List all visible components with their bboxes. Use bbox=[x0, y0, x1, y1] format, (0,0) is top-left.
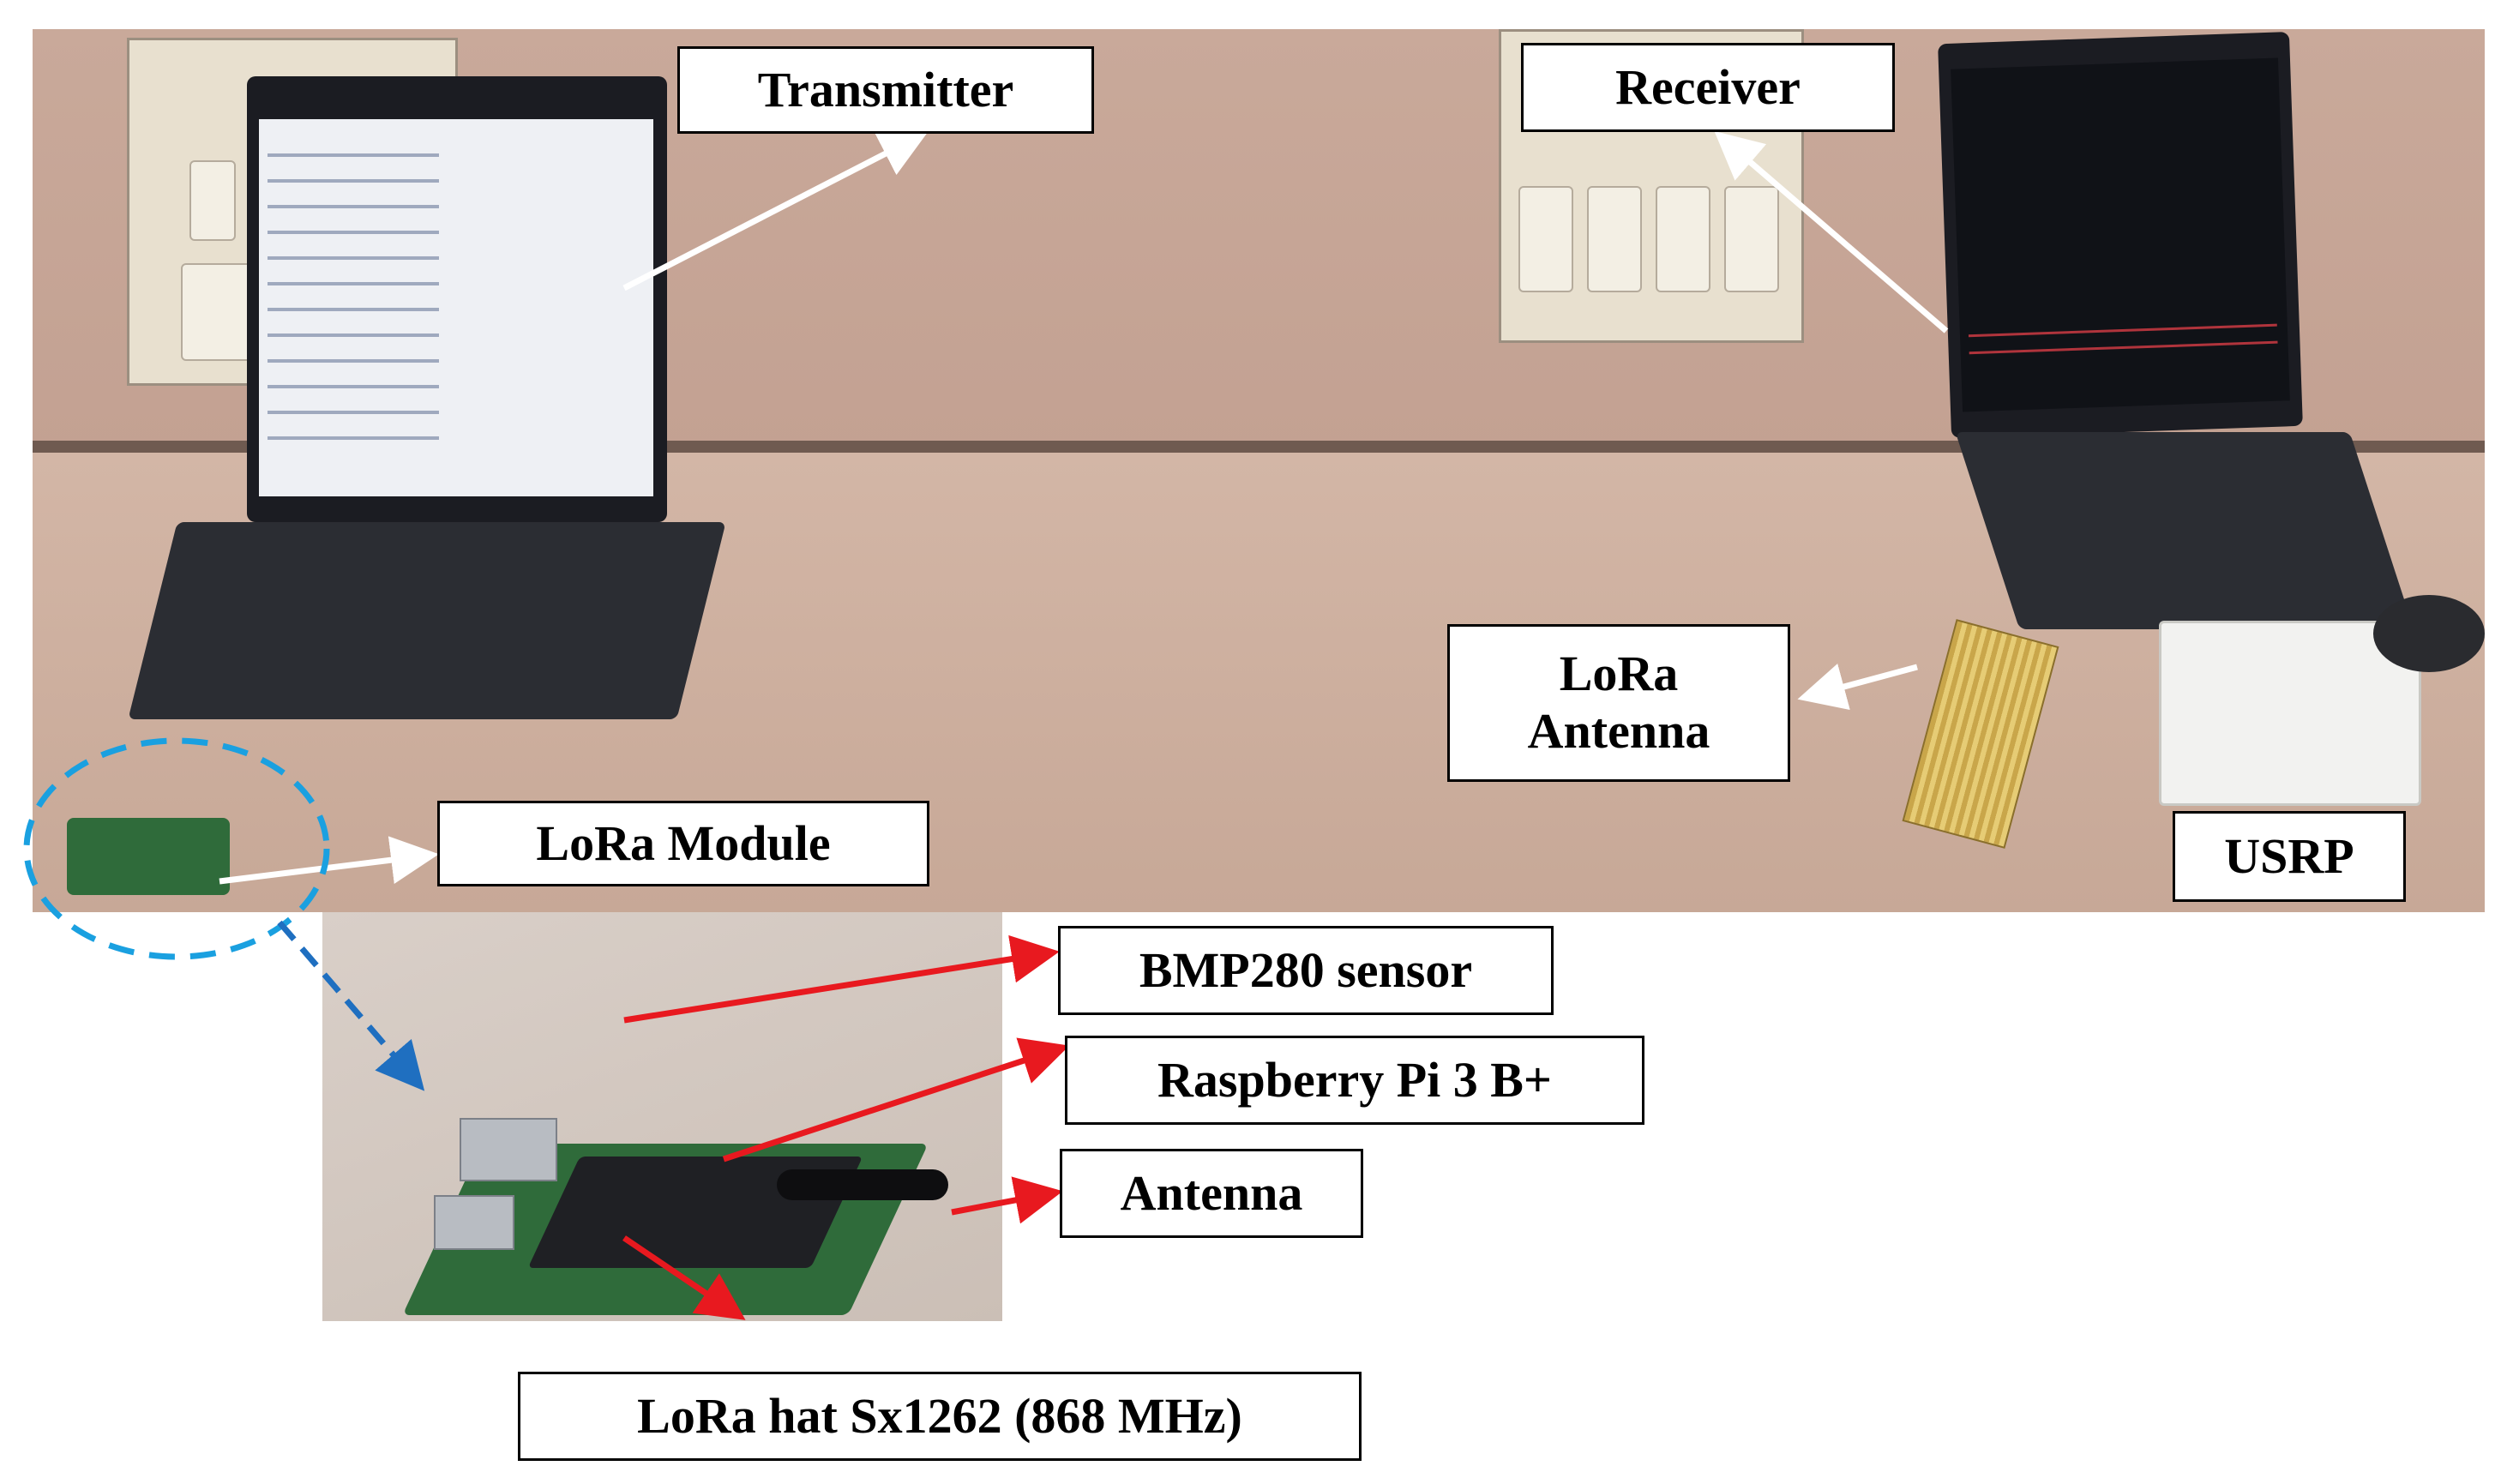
usb-port bbox=[434, 1195, 514, 1250]
label-lora-module-text: LoRa Module bbox=[536, 814, 831, 871]
computer-mouse bbox=[2373, 595, 2485, 672]
socket bbox=[1587, 186, 1642, 292]
socket bbox=[1518, 186, 1573, 292]
label-antenna: Antenna bbox=[1060, 1149, 1363, 1238]
receiver-screen-display bbox=[1951, 57, 2290, 412]
label-raspberry-pi: Raspberry Pi 3 B+ bbox=[1065, 1036, 1644, 1125]
red-plot-line bbox=[1968, 323, 2277, 338]
inset-antenna bbox=[777, 1169, 948, 1200]
socket bbox=[181, 263, 253, 361]
usrp-device bbox=[2159, 621, 2421, 806]
label-transmitter-text: Transmitter bbox=[757, 61, 1014, 117]
terminal-line bbox=[268, 282, 439, 285]
terminal-line bbox=[268, 256, 439, 260]
label-receiver: Receiver bbox=[1521, 43, 1895, 132]
label-transmitter: Transmitter bbox=[677, 46, 1094, 134]
terminal-line bbox=[268, 436, 439, 440]
terminal-line bbox=[268, 179, 439, 183]
label-lora-module: LoRa Module bbox=[437, 801, 929, 886]
label-lora-hat-text: LoRa hat Sx1262 (868 MHz) bbox=[637, 1387, 1242, 1444]
label-lora-antenna-line1: LoRa bbox=[1559, 646, 1679, 702]
red-plot-line bbox=[1969, 340, 2278, 355]
lora-module-closeup-photo bbox=[322, 912, 1002, 1321]
transmitter-laptop-keyboard bbox=[128, 522, 726, 719]
switch bbox=[189, 160, 236, 241]
label-bmp280: BMP280 sensor bbox=[1058, 926, 1554, 1015]
terminal-line bbox=[268, 205, 439, 208]
terminal-line bbox=[268, 333, 439, 337]
socket bbox=[1724, 186, 1779, 292]
terminal-line bbox=[268, 153, 439, 157]
receiver-laptop-keyboard bbox=[1955, 432, 2414, 629]
label-usrp-text: USRP bbox=[2224, 827, 2354, 884]
setup-photo bbox=[33, 29, 2485, 912]
label-antenna-text: Antenna bbox=[1120, 1164, 1303, 1221]
ethernet-port bbox=[460, 1118, 557, 1181]
terminal-line bbox=[268, 411, 439, 414]
label-usrp: USRP bbox=[2173, 811, 2406, 902]
terminal-line bbox=[268, 385, 439, 388]
terminal-line bbox=[268, 308, 439, 311]
label-lora-hat: LoRa hat Sx1262 (868 MHz) bbox=[518, 1372, 1362, 1461]
label-raspberry-pi-text: Raspberry Pi 3 B+ bbox=[1157, 1051, 1552, 1108]
terminal-window bbox=[259, 119, 653, 496]
label-receiver-text: Receiver bbox=[1615, 58, 1801, 115]
label-bmp280-text: BMP280 sensor bbox=[1139, 941, 1473, 998]
terminal-line bbox=[268, 231, 439, 234]
socket bbox=[1656, 186, 1710, 292]
terminal-line bbox=[268, 359, 439, 363]
lora-module-small bbox=[67, 818, 230, 895]
receiver-laptop-screen bbox=[1938, 31, 2303, 439]
transmitter-laptop-screen bbox=[247, 76, 667, 522]
label-lora-antenna-line2: Antenna bbox=[1527, 703, 1710, 759]
label-lora-antenna: LoRa Antenna bbox=[1447, 624, 1790, 782]
